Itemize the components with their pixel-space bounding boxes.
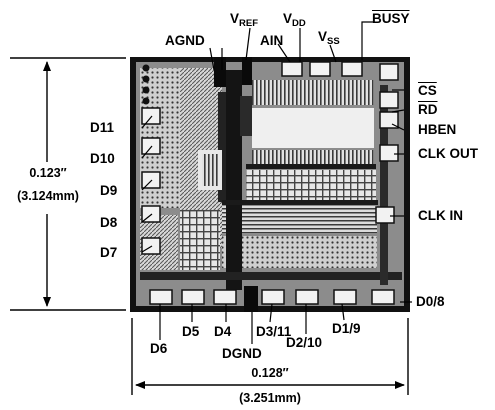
pin-label-vdd: VDD xyxy=(283,11,306,29)
pin-label-rd: RD xyxy=(418,102,438,117)
height-dimension-inches: 0.123″ xyxy=(29,166,67,180)
pin-label-d3-11: D3/11 xyxy=(256,324,292,339)
pin-label-d8: D8 xyxy=(100,215,118,230)
height-dimension-mm: (3.124mm) xyxy=(17,189,79,203)
chip-die xyxy=(130,57,410,312)
pin-label-d11: D11 xyxy=(90,120,115,135)
pin-label-ain: AIN xyxy=(260,33,284,48)
pin-label-busy: BUSY xyxy=(372,11,410,26)
dimension-lines xyxy=(10,57,409,395)
pin-label-d2-10: D2/10 xyxy=(286,335,323,350)
pin-label-d7: D7 xyxy=(100,245,118,260)
pin-label-vref: VREF xyxy=(230,11,259,29)
pin-label-d5: D5 xyxy=(182,324,200,339)
leader-lines xyxy=(141,21,412,344)
pin-label-clk-in: CLK IN xyxy=(418,208,463,223)
pin-label-d9: D9 xyxy=(100,183,118,198)
pin-label-d10: D10 xyxy=(90,151,115,166)
width-dimension-mm: (3.251mm) xyxy=(239,391,301,405)
pin-label-d0-8: D0/8 xyxy=(416,294,445,309)
pin-label-agnd: AGND xyxy=(165,33,205,48)
pin-label-clk-out: CLK OUT xyxy=(418,146,478,161)
pin-label-d1-9: D1/9 xyxy=(332,321,361,336)
pin-label-d6: D6 xyxy=(150,341,168,356)
width-dimension-inches: 0.128″ xyxy=(251,366,289,380)
pin-label-cs: CS xyxy=(418,83,437,98)
pin-label-vss: VSS xyxy=(318,29,340,47)
pin-label-hben: HBEN xyxy=(418,122,457,137)
pin-label-dgnd: DGND xyxy=(222,346,262,361)
pin-label-d4: D4 xyxy=(214,324,232,339)
